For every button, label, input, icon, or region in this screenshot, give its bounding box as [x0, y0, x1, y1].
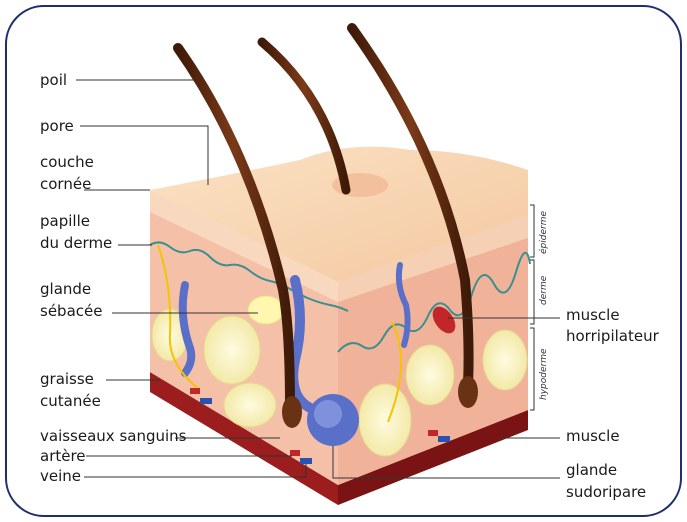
- fat-globule: [406, 345, 454, 405]
- label-couche-line1: couche: [40, 153, 94, 171]
- vein-segment: [200, 398, 212, 404]
- label-couche-line2: cornée: [40, 175, 91, 193]
- label-papille-line2: du derme: [40, 234, 112, 252]
- label-veine: veine: [40, 467, 81, 485]
- layer-label-hypoderme: hypoderme: [539, 348, 549, 400]
- fat-globule: [224, 383, 276, 427]
- label-artere: artère: [40, 447, 86, 465]
- sweat-gland-coil-highlight: [314, 400, 342, 428]
- sebaceous-gland: [248, 296, 284, 324]
- fat-globule: [483, 330, 527, 390]
- label-poil: poil: [40, 71, 67, 89]
- label-muscle-horripilateur-line1: muscle: [566, 306, 620, 324]
- fat-globule: [204, 316, 260, 384]
- layer-label-epiderme: épiderme: [538, 211, 549, 254]
- label-glande-sebacee-line1: glande: [40, 280, 91, 298]
- fat-globule: [359, 384, 411, 456]
- hair-bulb-left: [282, 396, 302, 428]
- artery-segment: [190, 388, 200, 394]
- label-muscle-horripilateur-line2: horripilateur: [566, 327, 660, 345]
- label-glande-sebacee-line2: sébacée: [40, 302, 102, 320]
- label-muscle: muscle: [566, 427, 620, 445]
- label-papille-line1: papille: [40, 212, 90, 230]
- layer-label-derme: derme: [539, 275, 549, 305]
- label-vaisseaux: vaisseaux sanguins: [40, 427, 187, 445]
- label-pore: pore: [40, 117, 74, 135]
- label-glande-sudoripare-line2: sudoripare: [566, 483, 646, 501]
- vein-segment: [300, 458, 312, 464]
- hair-bulb-right: [458, 376, 478, 408]
- label-glande-sudoripare-line1: glande: [566, 461, 617, 479]
- artery-segment: [428, 430, 438, 436]
- artery-segment: [290, 450, 300, 456]
- vein-segment: [438, 436, 450, 442]
- label-graisse-line2: cutanée: [40, 392, 101, 410]
- label-graisse-line1: graisse: [40, 370, 94, 388]
